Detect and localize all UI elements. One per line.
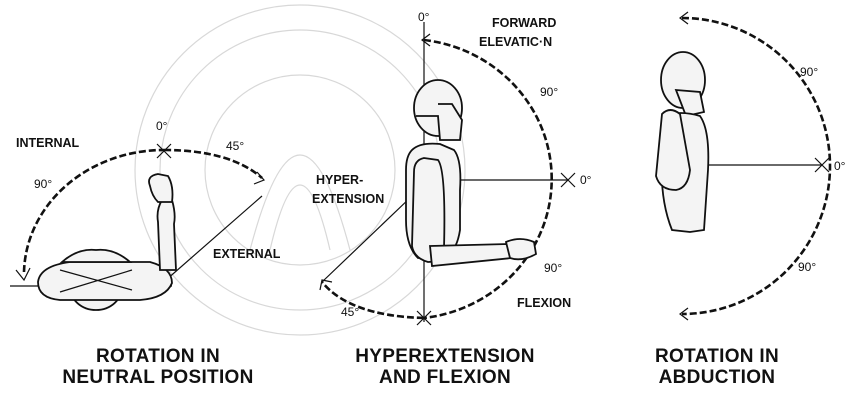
- external-axis-line: [166, 196, 262, 280]
- label-forward: FORWARD: [492, 16, 556, 30]
- caption-hyperextension-flexion: HYPEREXTENSION AND FLEXION: [330, 346, 560, 388]
- label-45: 45°: [226, 139, 244, 153]
- panel-rotation-abduction: 90° 0° 90°: [656, 12, 846, 320]
- hyperextension-arc: [322, 282, 424, 318]
- caption-rotation-abduction: ROTATION IN ABDUCTION: [632, 346, 802, 388]
- caption-line: AND FLEXION: [330, 367, 560, 388]
- caption-line: HYPEREXTENSION: [330, 346, 560, 367]
- caption-line: NEUTRAL POSITION: [30, 367, 286, 388]
- label-extension: EXTENSION: [312, 192, 384, 206]
- side-view-figure: [656, 52, 708, 232]
- caption-line: ROTATION IN: [632, 346, 802, 367]
- forearm-upright: [149, 174, 176, 270]
- panel-rotation-neutral: INTERNAL 0° 45° 90° EXTERNAL: [10, 119, 281, 310]
- label-internal: INTERNAL: [16, 136, 80, 150]
- label-90-top: 90°: [800, 65, 818, 79]
- standing-figure: [406, 80, 536, 266]
- label-45: 45°: [341, 305, 359, 319]
- label-90: 90°: [34, 177, 52, 191]
- label-zero: 0°: [156, 119, 168, 133]
- caption-line: ROTATION IN: [30, 346, 286, 367]
- label-zero-top: 0°: [418, 10, 430, 24]
- label-90-top: 90°: [540, 85, 558, 99]
- caption-rotation-neutral: ROTATION IN NEUTRAL POSITION: [30, 346, 286, 388]
- label-zero-right: 0°: [580, 173, 592, 187]
- supine-body-figure: [38, 250, 172, 310]
- label-90-bottom: 90°: [544, 261, 562, 275]
- label-hyper: HYPER-: [316, 173, 363, 187]
- external-rotation-arc: [164, 150, 262, 178]
- label-flexion: FLEXION: [517, 296, 571, 310]
- label-90-bottom: 90°: [798, 260, 816, 274]
- caption-line: ABDUCTION: [632, 367, 802, 388]
- panel-hyperextension-flexion: 0° FORWARD ELEVATIC·N 90° HYPER- EXTENSI…: [312, 10, 592, 325]
- label-external: EXTERNAL: [213, 247, 281, 261]
- label-zero: 0°: [834, 159, 846, 173]
- label-elevation: ELEVATIC·N: [479, 35, 552, 49]
